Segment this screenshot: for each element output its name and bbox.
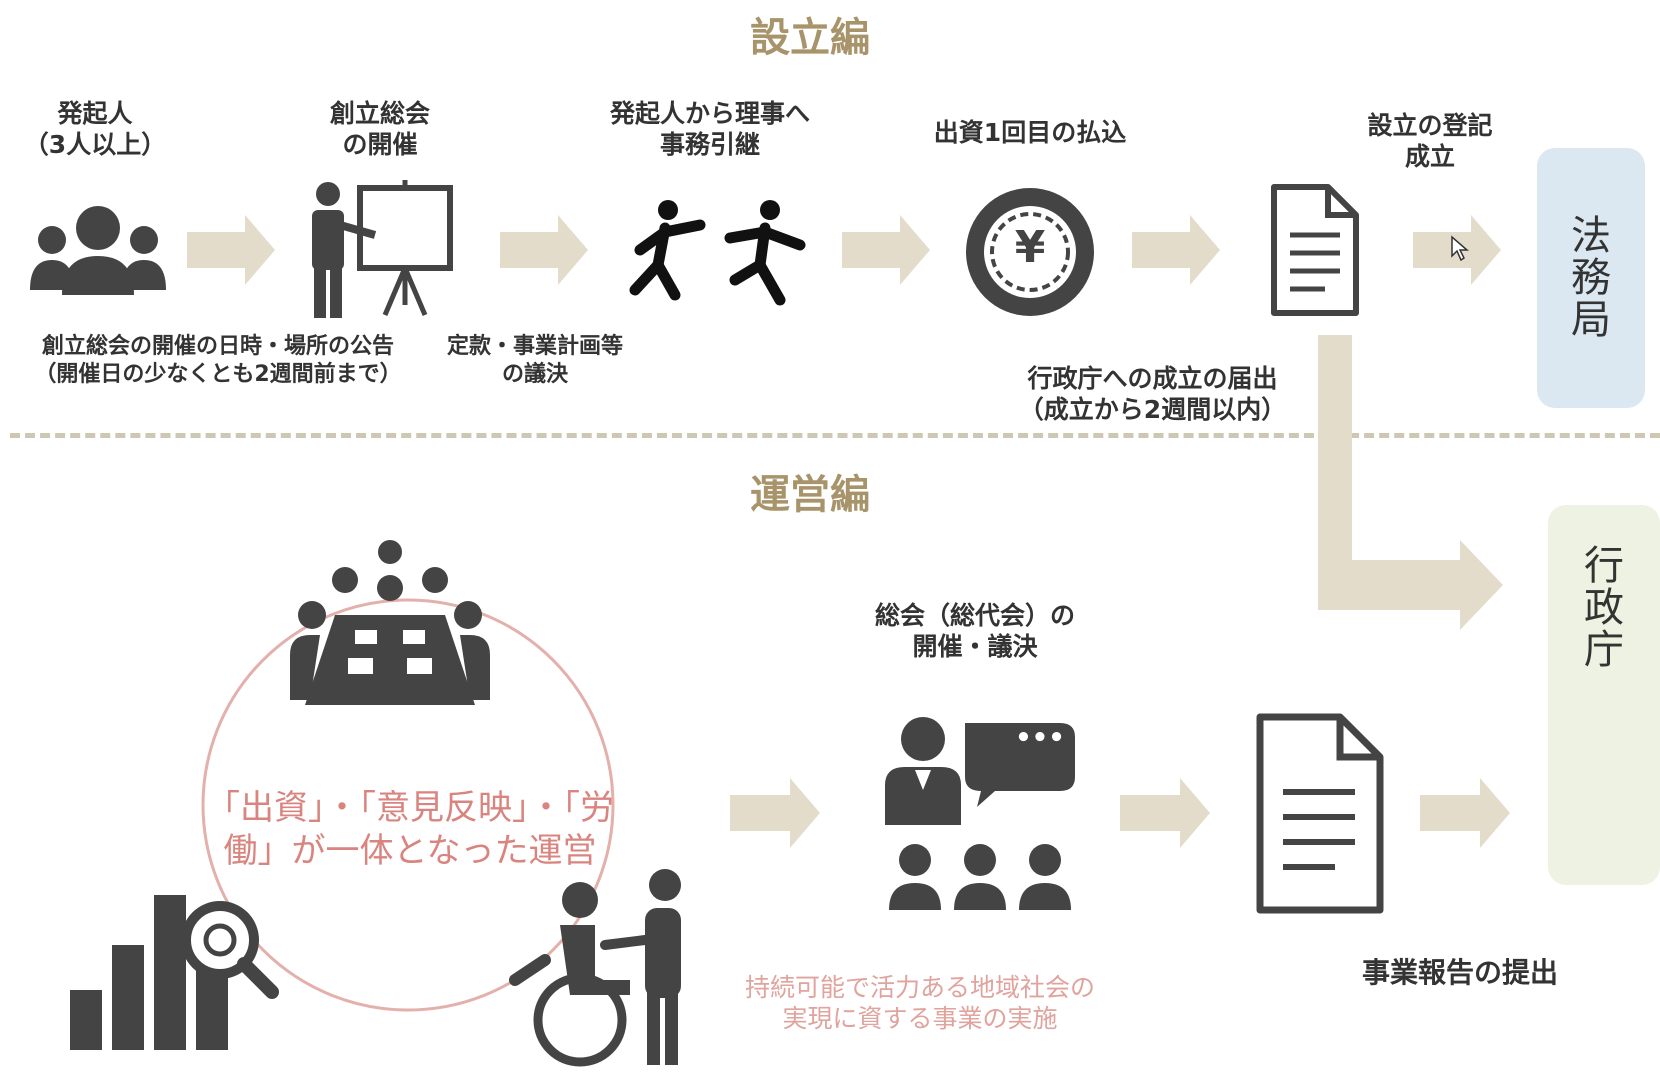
step-founding-meeting-label: 創立総会の開催 bbox=[329, 99, 430, 160]
document-icon bbox=[1271, 184, 1359, 316]
operation-cycle-text: 「出資」・「意見反映」・「労働」が一体となった運営 bbox=[206, 788, 614, 871]
speech-bubble-dots: ••• bbox=[1015, 723, 1065, 753]
step-handover-label: 発起人から理事へ事務引継 bbox=[609, 99, 810, 160]
meeting-table-icon bbox=[290, 540, 490, 705]
step-registration-label: 設立の登記成立 bbox=[1367, 111, 1493, 172]
legal-affairs-box bbox=[1537, 148, 1645, 408]
arrow-1 bbox=[187, 215, 275, 285]
arrow-3 bbox=[842, 215, 930, 285]
administrative-box bbox=[1548, 505, 1660, 885]
people-group-icon bbox=[30, 206, 166, 295]
arrow-6 bbox=[730, 778, 820, 848]
section-divider bbox=[10, 433, 1660, 438]
yen-coin-icon bbox=[966, 188, 1094, 316]
operation-cycle-circle bbox=[201, 598, 615, 1012]
presentation-icon bbox=[312, 180, 453, 318]
analysis-chart-icon bbox=[70, 895, 279, 1050]
note-articles-resolution: 定款・事業計画等の議決 bbox=[446, 334, 623, 387]
arrow-l-shape bbox=[1318, 335, 1503, 630]
note-establishment-notice: 行政庁への成立の届出（成立から2週間以内） bbox=[1018, 364, 1287, 425]
arrow-8 bbox=[1420, 778, 1510, 848]
note-public-notice: 創立総会の開催の日時・場所の公告（開催日の少なくとも2週間前まで） bbox=[34, 334, 402, 387]
relay-runners-icon bbox=[629, 200, 806, 306]
administrative-label: 行政庁 bbox=[1584, 543, 1624, 673]
general-meeting-label: 総会（総代会）の開催・議決 bbox=[874, 601, 1075, 662]
wheelchair-care-icon bbox=[509, 869, 681, 1067]
sustainable-business-text: 持続可能で活力ある地域社会の実現に資する事業の実施 bbox=[744, 973, 1095, 1034]
report-document-icon bbox=[1256, 713, 1384, 914]
step-payment-label: 出資1回目の払込 bbox=[933, 118, 1127, 147]
legal-affairs-label: 法務局 bbox=[1571, 213, 1611, 343]
arrow-7 bbox=[1120, 778, 1210, 848]
step-promoters-label: 発起人（3人以上） bbox=[23, 99, 167, 160]
section-title-setup: 設立編 bbox=[750, 15, 870, 61]
section-title-operation: 運営編 bbox=[750, 472, 870, 518]
arrow-4 bbox=[1132, 215, 1220, 285]
speaker-audience-icon bbox=[885, 717, 1075, 910]
arrow-2 bbox=[500, 215, 588, 285]
mouse-cursor-icon bbox=[1451, 235, 1470, 262]
business-report-label: 事業報告の提出 bbox=[1361, 956, 1558, 989]
yen-symbol: ¥ bbox=[1014, 222, 1046, 273]
